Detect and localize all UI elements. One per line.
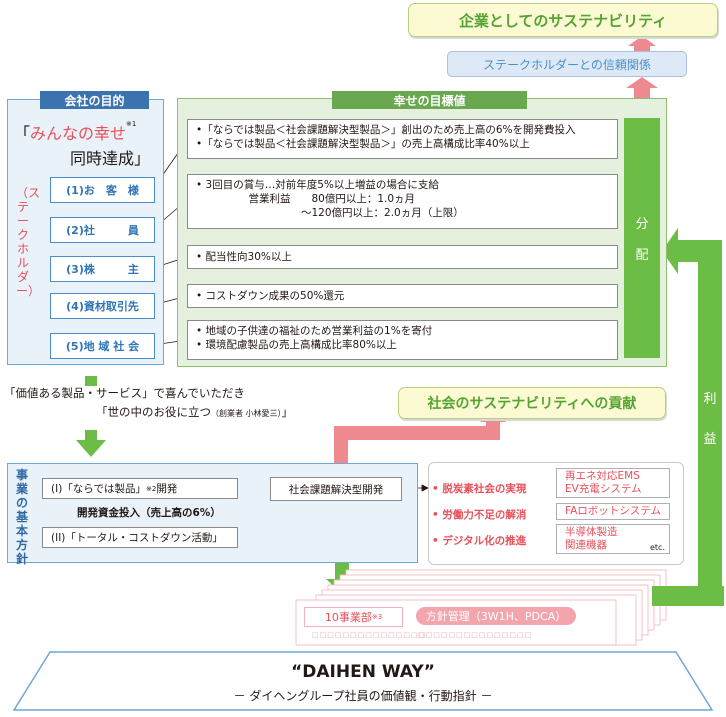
quote-author: （創業者 小林愛三） [211, 409, 282, 418]
stakeholder-employees: (2)社 員 [50, 217, 155, 243]
profit-char: 利 [703, 392, 717, 407]
goal-line: ～120億円以上：2.0ヵ月（上限） [196, 207, 464, 219]
goal-line: • 環境配慮製品の売上高構成比率80%以上 [196, 339, 397, 351]
stakeholder-suppliers: (4)資材取引先 [50, 293, 155, 319]
placeholder-dots-right: □□□□□□□□□□□□□□□ [418, 631, 533, 639]
divisions-text: 10事業部 [324, 611, 372, 624]
product-line: FAロボットシステム [565, 505, 661, 517]
distribution-bar: 分 配 [624, 118, 660, 358]
goal-customers: •「ならでは製品＜社会課題解決型製品＞」創出のため売上高の6%を開発費投入 •「… [187, 119, 618, 159]
policy-management-pill: 方針管理（3W1H、PDCA） [416, 607, 576, 625]
goal-line: •「ならでは製品＜社会課題解決型製品＞」創出のため売上高の6%を開発費投入 [196, 124, 576, 136]
goal-line: • 配当性向30%以上 [196, 251, 292, 263]
stakeholder-shareholders: (3)株 主 [50, 256, 155, 282]
happiness-title: 「みんなの幸せ※1 [14, 120, 136, 144]
stakeholder-community: (5)地 域 社 会 [50, 333, 155, 359]
happiness-goals-header: 幸せの目標値 [332, 91, 527, 109]
simultaneous-achievement: 同時達成」 [70, 149, 151, 168]
policy-total-cost-down: (II)「トータル・コストダウン活動」 [42, 527, 238, 548]
solution-decarbonization: • 脱炭素社会の実現 [432, 483, 527, 495]
policy-item1-suffix: 開発 [156, 483, 178, 495]
solution-digitalization: • デジタル化の推進 [432, 535, 527, 547]
profit-char: 益 [703, 432, 717, 447]
funding-label: 開発資金投入（売上高の6%） [77, 507, 221, 519]
company-purpose-header: 会社の目的 [40, 91, 149, 109]
pink-arrow-social [334, 420, 500, 477]
value-quote-line1: 「価値ある製品・サービス」で喜んでいただき [4, 386, 245, 400]
goal-line: 営業利益 80億円以上：1.0ヵ月 [196, 193, 416, 205]
goal-line: • 地域の子供達の福祉のため営業利益の1%を寄付 [196, 325, 433, 337]
goal-employees: • 3回目の賞与…対前年度5%以上増益の場合に支給 営業利益 80億円以上：1.… [187, 174, 618, 229]
policy-unique-products: (I)「ならでは製品」※2 開発 [42, 478, 238, 499]
distribution-char: 配 [635, 248, 649, 263]
policy-item1-text: (I)「ならでは製品」 [51, 483, 146, 495]
profit-arrow [652, 228, 724, 606]
goal-line: •「ならでは製品＜社会課題解決型製品＞」の売上高構成比率40%以上 [196, 138, 530, 150]
goal-line: • 3回目の賞与…対前年度5%以上増益の場合に支給 [196, 179, 439, 191]
placeholder-dots-left: □□□□□□□□□□□□□□□ [312, 631, 427, 639]
daihen-way-title: “DAIHEN WAY” [291, 662, 435, 682]
social-issue-development-box: 社会課題解決型開発 [270, 477, 402, 501]
corporate-sustainability-box: 企業としてのサステナビリティ [408, 3, 718, 37]
value-quote-line2: 「世の中のお役に立つ（創業者 小林愛三）」 [96, 404, 293, 420]
stakeholder-trust-box: ステークホルダーとの信頼関係 [447, 51, 687, 77]
open-bracket: 「 [14, 124, 31, 143]
business-policy-title: 事業の基本方針 [15, 468, 28, 566]
green-arrow-down [76, 376, 106, 457]
daihen-way-subtitle: － ダイヘングループ社員の価値観・行動指針 － [233, 689, 493, 703]
divisions-note: ※3 [371, 613, 383, 621]
goal-shareholders: • 配当性向30%以上 [187, 245, 618, 269]
quote-end: 」 [281, 405, 294, 419]
solutions-etc: etc. [650, 543, 665, 552]
daihen-way-frame [12, 651, 714, 711]
product-line: 再エネ対応EMS [565, 470, 640, 482]
product-line: 関連機器 [565, 539, 607, 551]
goal-line: • コストダウン成果の50%還元 [196, 290, 345, 302]
divisions-label: 10事業部※3 [304, 607, 403, 627]
solution-labor-shortage: • 労働力不足の解消 [432, 509, 527, 521]
solution-products-decarbonization: 再エネ対応EMS EV充電システム [556, 468, 670, 498]
stakeholder-vertical-label: （ステークホルダー） [16, 186, 41, 298]
product-line: 半導体製造 [565, 526, 618, 538]
solution-products-digital: 半導体製造 関連機器 [556, 524, 670, 554]
profit-label: 利 益 [697, 380, 723, 460]
distribution-char: 分 [635, 217, 649, 232]
policy-item1-note: ※2 [145, 484, 157, 493]
goal-suppliers: • コストダウン成果の50%還元 [187, 284, 618, 308]
quote-text: 「世の中のお役に立つ [96, 405, 211, 419]
happiness-note: ※1 [126, 120, 137, 128]
happiness-text: みんなの幸せ [30, 124, 127, 143]
solution-products-labor: FAロボットシステム [556, 503, 670, 520]
social-sustainability-box: 社会のサステナビリティへの貢献 [398, 387, 666, 419]
stakeholder-customers: (1)お 客 様 [50, 177, 155, 203]
goal-community: • 地域の子供達の福祉のため営業利益の1%を寄付 • 環境配慮製品の売上高構成比… [187, 320, 618, 360]
product-line: EV充電システム [565, 483, 642, 495]
